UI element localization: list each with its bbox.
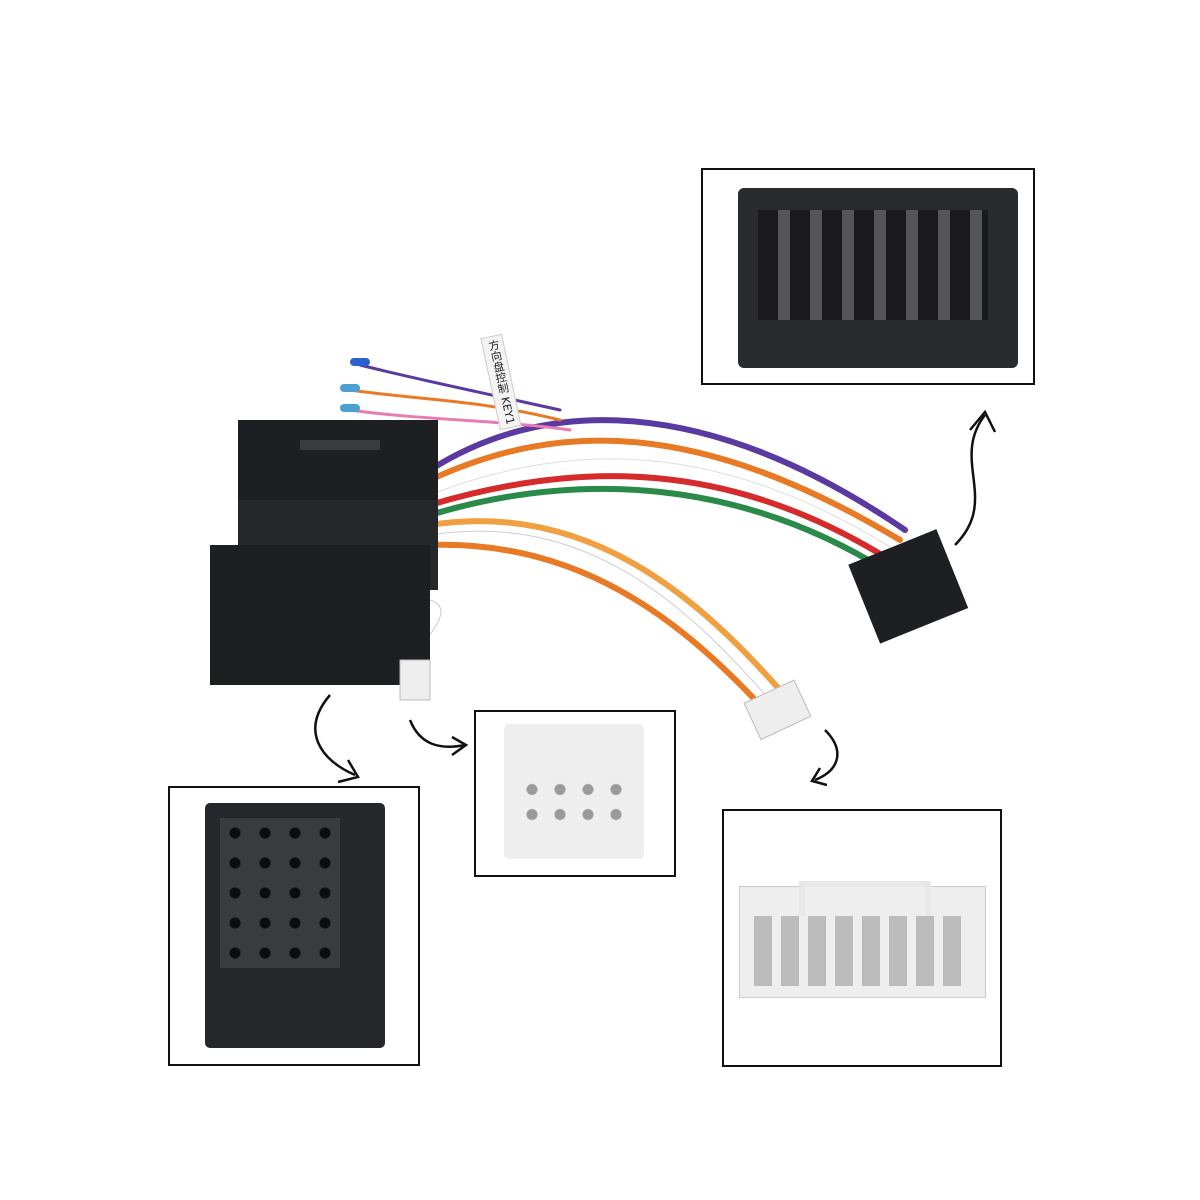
detail-iso-connector	[168, 786, 420, 1066]
16-pin-connector	[848, 529, 969, 644]
label-text-key: KEY1	[498, 395, 517, 426]
detail-16-pin-white	[722, 809, 1002, 1067]
detail-16-pin-black	[701, 168, 1035, 385]
detail-8-pin-white	[474, 710, 676, 877]
curved-arrow-icon	[314, 409, 997, 787]
wire-bundle	[348, 363, 908, 708]
wire-tips	[340, 358, 370, 412]
small-white-connector	[399, 659, 431, 701]
iso-connector	[210, 420, 438, 685]
white-16-pin-connector	[743, 679, 812, 741]
